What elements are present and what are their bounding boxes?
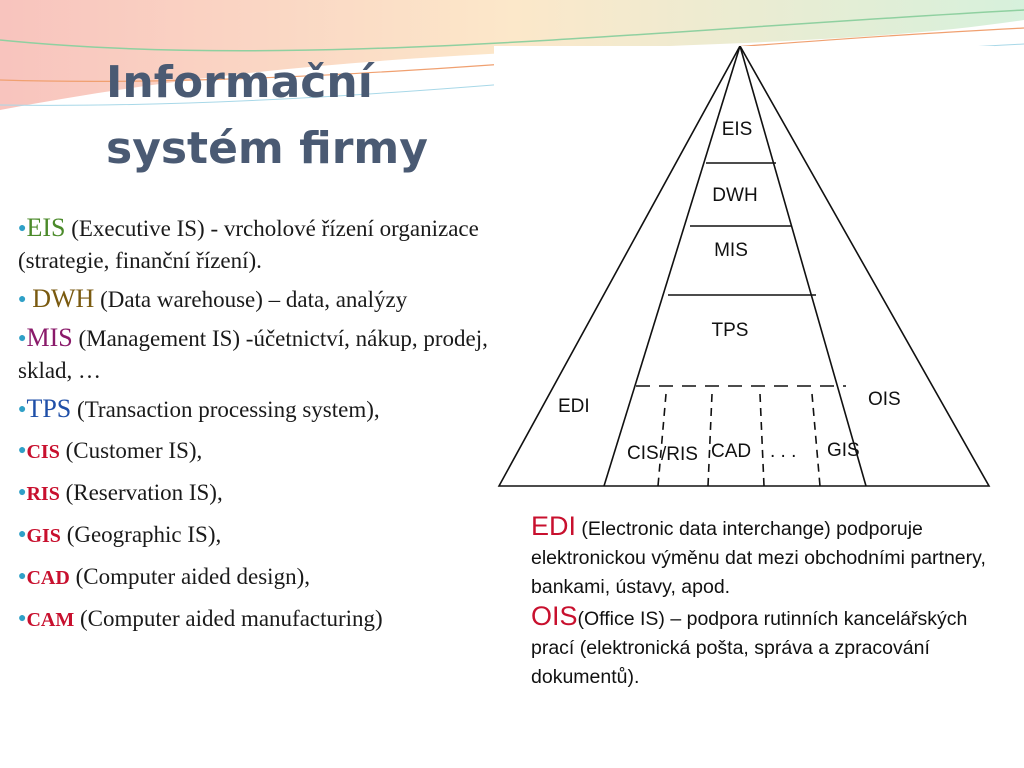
bullet-text: (Executive IS) - vrcholové řízení organi… [18,216,479,273]
base-label-cis: CIS [627,443,659,464]
pyramid-inner-left-edge [603,46,741,487]
bullet-cam: ●CAM (Computer aided manufacturing) [18,603,518,636]
bullet-cis: ●CIS (Customer IS), [18,435,518,468]
bullet-abbr: MIS [26,323,73,352]
level-label-mis: MIS [714,240,748,261]
bullet-abbr: DWH [32,284,95,313]
bullet-abbr: CAD [26,567,70,589]
bullet-text: (Reservation IS), [59,480,223,505]
bullet-dot-icon: ● [18,485,27,500]
bullet-dwh: ● DWH (Data warehouse) – data, analýzy [18,283,518,316]
pyramid-outline [497,46,991,487]
bullet-list: ●EIS (Executive IS) - vrcholové řízení o… [18,212,518,636]
bullet-abbr: TPS [26,394,72,423]
is-pyramid-diagram: EIS DWH MIS TPS CIS /RIS CAD . . . GIS E… [494,46,994,491]
level-label-tps: TPS [712,320,749,341]
title-line-1: Informační [106,57,373,108]
note-edi: EDI (Electronic data interchange) podpor… [531,512,1011,602]
bullet-abbr: EIS [26,213,66,242]
bullet-abbr: CIS [26,441,60,463]
base-label-ris: /RIS [661,444,698,465]
bullet-text: (Management IS) -účetnictví, nákup, prod… [18,326,488,383]
bullet-abbr: CAM [26,609,75,631]
bullet-dot-icon: ● [18,611,27,626]
bullet-dot-icon: ● [18,292,27,307]
bullet-tps: ●TPS (Transaction processing system), [18,393,518,426]
bullet-dot-icon: ● [18,569,27,584]
base-divider-1 [657,393,667,487]
bullet-text: (Computer aided manufacturing) [74,606,383,631]
base-divider-3 [759,393,765,487]
base-label-gis: GIS [827,440,860,461]
level-label-dwh: DWH [712,185,757,206]
bullet-abbr: GIS [26,525,61,547]
page-title: Informační systém firmy [106,50,496,182]
level-label-eis: EIS [722,119,753,140]
bullet-text: (Customer IS), [59,438,203,463]
bullet-gis: ●GIS (Geographic IS), [18,519,518,552]
acronym-notes: EDI (Electronic data interchange) podpor… [531,512,1011,692]
bullet-abbr: RIS [26,483,60,505]
base-divider-4 [811,393,821,487]
bullet-text: (Geographic IS), [60,522,222,547]
pyramid-inner-right-edge [739,46,867,487]
bullet-dot-icon: ● [18,527,27,542]
base-label-cad: CAD [711,441,751,462]
base-divider-2 [707,393,713,487]
base-label-ellipsis: . . . [770,441,796,462]
bullet-cad: ●CAD (Computer aided design), [18,561,518,594]
bullet-text: (Computer aided design), [69,564,310,589]
side-label-ois: OIS [868,389,901,410]
note-key: OIS [531,601,578,631]
note-text: (Electronic data interchange) podporuje … [531,518,986,598]
bullet-eis: ●EIS (Executive IS) - vrcholové řízení o… [18,212,518,277]
side-label-edi: EDI [558,396,590,417]
bullet-dot-icon: ● [18,443,27,458]
bullet-text: (Data warehouse) – data, analýzy [94,287,408,312]
bullet-ris: ●RIS (Reservation IS), [18,477,518,510]
note-text: (Office IS) – podpora rutinních kancelář… [531,608,968,688]
bullet-text: (Transaction processing system), [71,397,380,422]
bullet-dot-icon: ● [18,221,27,236]
note-key: EDI [531,511,577,541]
note-ois: OIS(Office IS) – podpora rutinních kance… [531,602,1011,692]
bullet-dot-icon: ● [18,331,27,346]
bullet-mis: ●MIS (Management IS) -účetnictví, nákup,… [18,322,518,387]
bullet-dot-icon: ● [18,402,27,417]
title-line-2: systém firmy [106,123,428,174]
